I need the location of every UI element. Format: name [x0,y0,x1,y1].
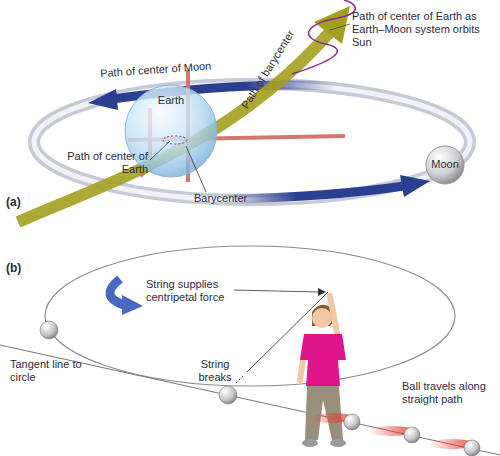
leader-line [186,146,206,192]
broken-string [236,376,243,383]
shoe [302,439,318,447]
ball [219,386,237,404]
arrowhead [314,6,350,44]
centripetal-arrow [110,279,124,305]
trousers [305,386,343,440]
ball [40,321,58,339]
motion-label: Ball travels along straight path [402,380,498,406]
sphere [426,146,464,184]
force-label: String supplies centripetal force [146,278,241,304]
arrowhead [88,89,118,110]
earth-center-path [163,136,187,144]
ball [464,440,480,456]
break-label: String breaks [190,358,240,384]
shirt [300,334,346,386]
node-label: Moon [425,158,465,171]
arrowhead [122,295,143,315]
arrowhead [400,175,430,197]
node-label: Earth [124,94,218,107]
ball [404,427,420,443]
barycenter-label: Barycenter [194,192,274,205]
leader-line [330,24,350,30]
leader-line [234,290,318,292]
orbit-arrow [225,186,404,199]
earth-helix-path [292,0,355,74]
tangent-line [0,345,500,455]
ball [344,414,360,430]
panel-letter: (b) [6,262,36,275]
panel-letter: (a) [6,196,36,209]
path-label: Path of center of Earth as Earth–Moon sy… [352,10,498,49]
raised-arm [330,296,338,338]
leader-line [150,141,170,160]
shoe [330,439,346,447]
path-label: Path of center of Earth [66,150,148,176]
path-label: Path of center of Moon [100,57,251,80]
ball-circle [45,246,455,386]
tangent-label: Tangent line to circle [10,358,88,384]
head [312,308,332,328]
barycenter-path [18,32,330,222]
moon-sphere: Moon [425,145,465,185]
